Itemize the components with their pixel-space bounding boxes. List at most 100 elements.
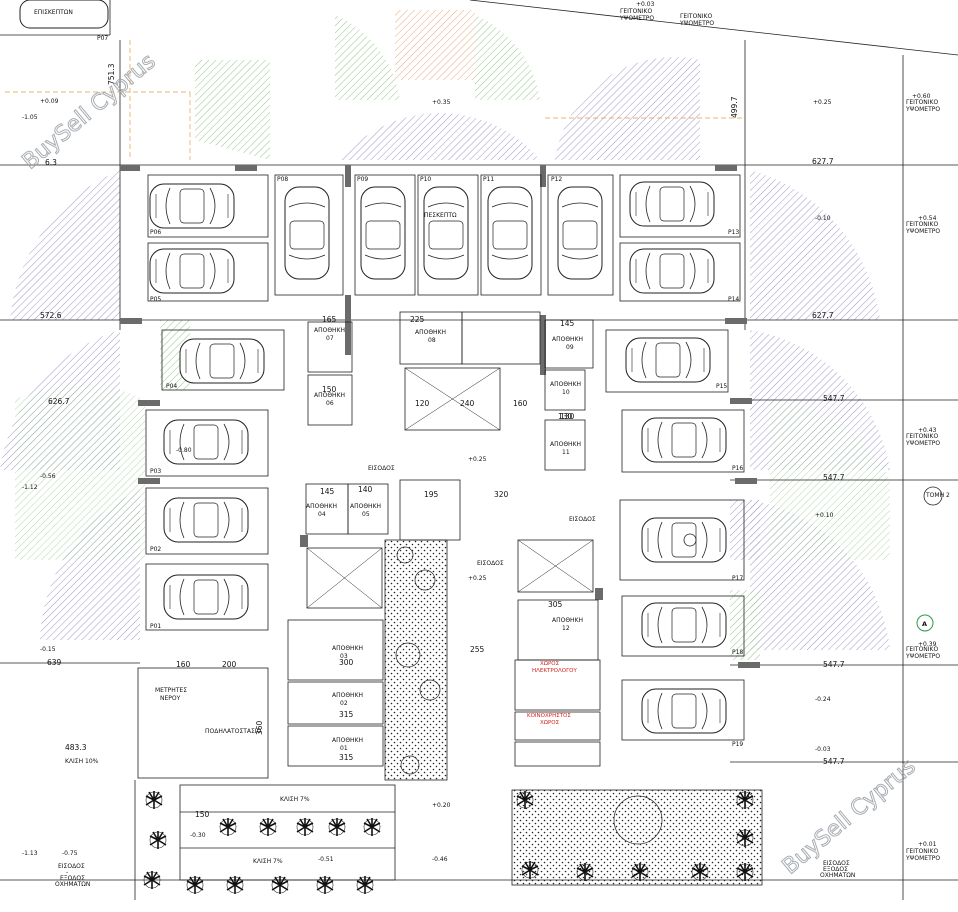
section-markers: ΤΟΜΗ 2 A	[916, 486, 950, 632]
svg-text:ΠΟΔΗΛΑΤΟΣΤΑΣΙΟ: ΠΟΔΗΛΑΤΟΣΤΑΣΙΟ	[205, 728, 262, 735]
svg-text:+0.10: +0.10	[815, 512, 834, 519]
svg-text:ΥΨΟΜΕΤΡΟ: ΥΨΟΜΕΤΡΟ	[905, 440, 940, 447]
svg-text:ΕΙΣΟΔΟΣ: ΕΙΣΟΔΟΣ	[58, 863, 85, 870]
svg-text:01: 01	[340, 745, 348, 752]
svg-text:ΑΠΟΘΗΚΗ: ΑΠΟΘΗΚΗ	[314, 327, 345, 334]
svg-text:120: 120	[415, 399, 430, 408]
svg-text:ΟΧΗΜΑΤΩΝ: ΟΧΗΜΑΤΩΝ	[820, 872, 855, 879]
svg-text:-: -	[66, 869, 68, 876]
svg-text:225: 225	[410, 315, 425, 324]
svg-text:ΤΟΜΗ 2: ΤΟΜΗ 2	[925, 492, 950, 499]
svg-text:200: 200	[222, 660, 237, 669]
svg-text:ΑΠΟΘΗΚΗ: ΑΠΟΘΗΚΗ	[314, 392, 345, 399]
orange-dashed-lines	[5, 40, 745, 160]
svg-text:ΑΠΟΘΗΚΗ: ΑΠΟΘΗΚΗ	[332, 645, 363, 652]
svg-text:+0.01: +0.01	[918, 841, 937, 848]
svg-text:-1.05: -1.05	[22, 114, 38, 121]
svg-text:160: 160	[513, 399, 528, 408]
svg-text:ΑΠΟΘΗΚΗ: ΑΠΟΘΗΚΗ	[550, 441, 581, 448]
svg-text:ΑΠΟΘΗΚΗ: ΑΠΟΘΗΚΗ	[415, 329, 446, 336]
svg-text:130: 130	[558, 412, 573, 421]
svg-text:-0.56: -0.56	[40, 473, 56, 480]
svg-text:ΕΙΣΟΔΟΣ: ΕΙΣΟΔΟΣ	[368, 465, 395, 472]
svg-text:+0.20: +0.20	[432, 802, 451, 809]
svg-text:315: 315	[339, 710, 354, 719]
svg-text:751.3: 751.3	[107, 63, 116, 85]
svg-text:P04: P04	[166, 383, 177, 390]
svg-text:-0.03: -0.03	[815, 746, 831, 753]
svg-text:ΥΨΟΜΕΤΡΟ: ΥΨΟΜΕΤΡΟ	[905, 106, 940, 113]
svg-text:499.7: 499.7	[730, 96, 739, 118]
svg-text:P05: P05	[150, 296, 161, 303]
svg-text:195: 195	[424, 490, 439, 499]
svg-text:P13: P13	[728, 229, 739, 236]
svg-text:05: 05	[362, 511, 370, 518]
svg-text:140: 140	[358, 485, 373, 494]
svg-text:06: 06	[326, 400, 334, 407]
svg-text:547.7: 547.7	[823, 473, 845, 482]
svg-text:ΕΙΣΟΔΟΣ: ΕΙΣΟΔΟΣ	[569, 516, 596, 523]
svg-text:547.7: 547.7	[823, 394, 845, 403]
svg-text:ΜΕΤΡΗΤΕΣ: ΜΕΤΡΗΤΕΣ	[155, 687, 187, 694]
svg-text:ΚΛΙΣΗ 7%: ΚΛΙΣΗ 7%	[253, 858, 283, 865]
svg-text:+0.25: +0.25	[468, 575, 487, 582]
svg-text:+0.35: +0.35	[432, 99, 451, 106]
svg-text:ΚΟΙΝΟΧΡΗΣΤΟΣ: ΚΟΙΝΟΧΡΗΣΤΟΣ	[527, 713, 571, 719]
svg-text:ΕΙΣΟΔΟΣ: ΕΙΣΟΔΟΣ	[823, 860, 850, 867]
svg-text:+0.03: +0.03	[636, 1, 655, 8]
svg-text:360: 360	[255, 720, 264, 735]
svg-text:6.3: 6.3	[45, 158, 57, 167]
svg-text:150: 150	[322, 385, 337, 394]
svg-text:483.3: 483.3	[65, 743, 87, 752]
svg-text:130: 130	[560, 412, 575, 421]
svg-text:-0.10: -0.10	[815, 215, 831, 222]
svg-text:627.7: 627.7	[812, 311, 834, 320]
svg-text:315: 315	[339, 753, 354, 762]
svg-text:P06: P06	[150, 229, 161, 236]
svg-text:ΑΠΟΘΗΚΗ: ΑΠΟΘΗΚΗ	[552, 617, 583, 624]
svg-text:-1.13: -1.13	[22, 850, 38, 857]
svg-text:ΧΩΡΟΣ: ΧΩΡΟΣ	[540, 720, 560, 726]
parking-left-column	[145, 329, 285, 631]
svg-text:+0.43: +0.43	[918, 427, 937, 434]
svg-text:ΑΠΟΘΗΚΗ: ΑΠΟΘΗΚΗ	[332, 737, 363, 744]
level-marks: +0.09 -1.05 +0.35 +0.25 +0.60 +0.03 -0.1…	[22, 1, 937, 863]
svg-text:ΥΨΟΜΕΤΡΟ: ΥΨΟΜΕΤΡΟ	[679, 20, 714, 27]
svg-text:145: 145	[560, 319, 575, 328]
svg-text:ΑΠΟΘΗΚΗ: ΑΠΟΘΗΚΗ	[332, 692, 363, 699]
svg-text:+0.25: +0.25	[468, 456, 487, 463]
svg-text:+0.39: +0.39	[918, 641, 937, 648]
svg-text:547.7: 547.7	[823, 757, 845, 766]
svg-text:ΠΕΣΚΕΠΤΩ: ΠΕΣΚΕΠΤΩ	[424, 212, 457, 219]
svg-text:150: 150	[195, 810, 210, 819]
svg-text:02: 02	[340, 700, 348, 707]
svg-text:P09: P09	[357, 176, 368, 183]
svg-text:ΚΛΙΣΗ 10%: ΚΛΙΣΗ 10%	[65, 758, 99, 765]
svg-text:P16: P16	[732, 465, 743, 472]
svg-text:240: 240	[460, 399, 475, 408]
svg-text:ΗΛΕΚΤΡΟΛΟΓΟΥ: ΗΛΕΚΤΡΟΛΟΓΟΥ	[532, 668, 577, 674]
visitor-label: ΕΠΙΣΚΕΠΤΩΝ	[34, 9, 73, 16]
svg-text:ΓΕΙΤΟΝΙΚΟ: ΓΕΙΤΟΝΙΚΟ	[906, 221, 938, 228]
svg-text:639: 639	[47, 658, 62, 667]
svg-text:+0.54: +0.54	[918, 215, 937, 222]
svg-text:255: 255	[470, 645, 485, 654]
svg-text:P03: P03	[150, 468, 161, 475]
svg-text:08: 08	[428, 337, 436, 344]
svg-text:ΑΠΟΘΗΚΗ: ΑΠΟΘΗΚΗ	[550, 381, 581, 388]
svg-text:+0.25: +0.25	[813, 99, 832, 106]
svg-text:ΥΨΟΜΕΤΡΟ: ΥΨΟΜΕΤΡΟ	[905, 855, 940, 862]
svg-text:ΑΠΟΘΗΚΗ: ΑΠΟΘΗΚΗ	[552, 336, 583, 343]
svg-text:P18: P18	[732, 649, 743, 656]
svg-text:P17: P17	[732, 575, 743, 582]
svg-text:ΕΞΟΔΟΣ: ΕΞΟΔΟΣ	[60, 875, 85, 882]
svg-text:-0.24: -0.24	[815, 696, 831, 703]
svg-text:ΑΠΟΘΗΚΗ: ΑΠΟΘΗΚΗ	[350, 503, 381, 510]
svg-text:627.7: 627.7	[812, 157, 834, 166]
parking-top-row	[147, 174, 741, 302]
svg-text:P08: P08	[277, 176, 288, 183]
svg-text:+0.60: +0.60	[912, 93, 931, 100]
svg-text:ΥΨΟΜΕΤΡΟ: ΥΨΟΜΕΤΡΟ	[619, 15, 654, 22]
svg-text:160: 160	[176, 660, 191, 669]
